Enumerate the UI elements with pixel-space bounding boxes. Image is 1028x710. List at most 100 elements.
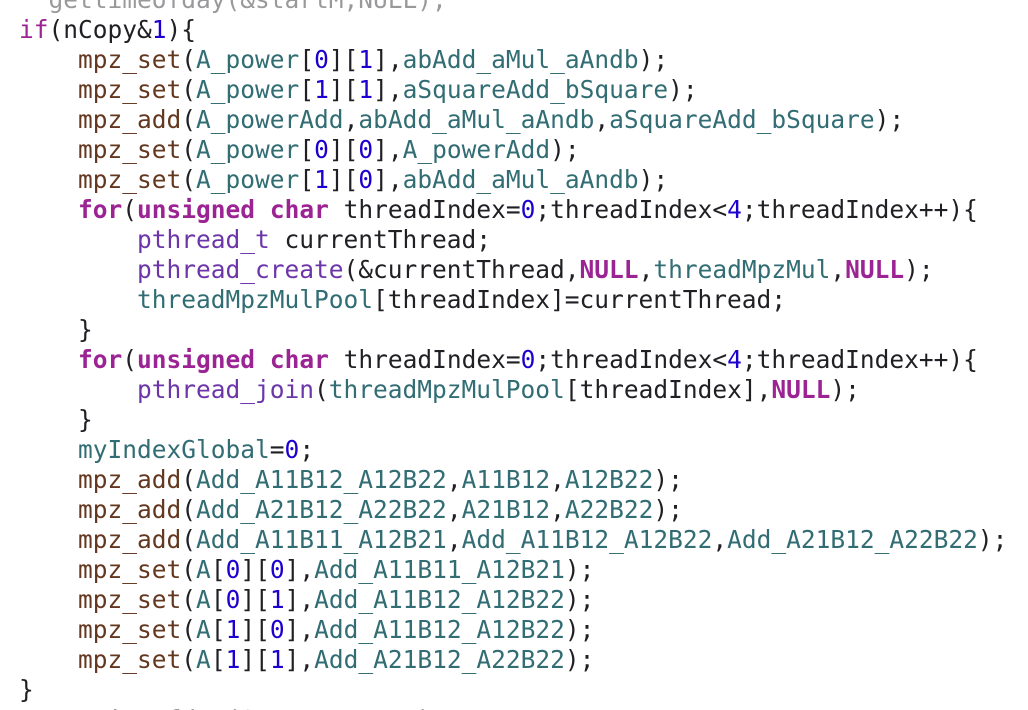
code-token: , (550, 465, 565, 494)
code-token: ][ (240, 585, 270, 614)
code-token: ;threadIndex++){ (741, 345, 978, 374)
code-line[interactable]: for(unsigned char threadIndex=0;threadIn… (19, 195, 1007, 225)
code-token: ][ (328, 75, 359, 104)
indent (19, 585, 78, 614)
code-token: abAdd_aMul_aAndb (358, 105, 595, 134)
code-token: 1 (269, 645, 285, 674)
code-line[interactable]: mpz_set(A[1][1],Add_A21B12_A22B22); (19, 645, 1007, 675)
code-line[interactable]: mpz_add(Add_A11B11_A12B21,Add_A11B12_A12… (19, 525, 1007, 555)
code-token: ( (314, 375, 329, 404)
code-line[interactable]: mpz_add(A_powerAdd,abAdd_aMul_aAndb,aSqu… (19, 105, 1007, 135)
code-line[interactable]: gettimeofday(&startM,NULL); (19, 705, 1007, 710)
indent (19, 465, 78, 494)
code-token: A_power (196, 165, 300, 194)
code-token: ( (181, 495, 197, 524)
code-token: myIndexGlobal (78, 435, 270, 464)
indent (19, 105, 78, 134)
code-token: Add_A21B12_A22B22 (196, 495, 447, 524)
code-token: threadIndex= (328, 195, 521, 224)
code-token: ][ (240, 615, 270, 644)
code-token: 0 (314, 45, 329, 74)
code-line[interactable]: gettimeofday(&startM,NULL); (19, 0, 1007, 15)
code-token: ( (181, 45, 197, 74)
code-token: if (19, 15, 49, 44)
code-token: unsigned (137, 195, 256, 224)
code-token: ][ (328, 165, 359, 194)
code-token: Add_A11B12_A12B22 (196, 465, 447, 494)
code-token: [ (210, 555, 226, 584)
code-token: 0 (314, 135, 329, 164)
code-token: ][ (240, 555, 270, 584)
code-line[interactable]: threadMpzMulPool[threadIndex]=currentThr… (19, 285, 1007, 315)
code-token: NULL (579, 255, 639, 284)
code-token: aSquareAdd_bSquare (402, 75, 669, 104)
code-line[interactable]: pthread_create(&currentThread,NULL,threa… (19, 255, 1007, 285)
code-token: } (78, 405, 93, 434)
code-token: ], (284, 615, 315, 644)
code-line[interactable]: mpz_set(A_power[1][0],abAdd_aMul_aAndb); (19, 165, 1007, 195)
code-line[interactable]: mpz_set(A[1][0],Add_A11B12_A12B22); (19, 615, 1007, 645)
indent (19, 555, 78, 584)
code-token: ( (181, 105, 197, 134)
code-token: ( (181, 615, 197, 644)
code-token: ], (284, 585, 315, 614)
code-token: , (712, 525, 728, 554)
code-token: 1 (314, 75, 329, 104)
code-token: char (269, 345, 329, 374)
indent (19, 345, 78, 374)
code-token: pthread_create (137, 255, 344, 284)
code-line[interactable]: mpz_set(A[0][0],Add_A11B11_A12B21); (19, 555, 1007, 585)
code-token: ); (564, 645, 595, 674)
code-token: ;threadIndex< (535, 195, 728, 224)
code-token: [ (299, 75, 315, 104)
indent (19, 495, 78, 524)
code-token: Add_A11B12_A12B22 (314, 615, 565, 644)
code-token: ], (373, 75, 403, 104)
code-token: for (78, 345, 123, 374)
code-line[interactable]: if(nCopy&1){ (19, 15, 1007, 45)
code-line[interactable]: myIndexGlobal=0; (19, 435, 1007, 465)
code-token: ); (550, 135, 580, 164)
code-token: aSquareAdd_bSquare (609, 105, 875, 134)
code-token: A11B12 (461, 465, 551, 494)
code-token: 0 (358, 135, 374, 164)
code-token: A (196, 585, 211, 614)
code-token: ], (373, 135, 403, 164)
code-token: abAdd_aMul_aAndb (402, 165, 639, 194)
indent (19, 315, 78, 344)
code-token: A_power (196, 75, 300, 104)
code-token: A_powerAdd (402, 135, 551, 164)
code-line[interactable]: } (19, 315, 1007, 345)
code-token: , (446, 525, 462, 554)
code-token: } (19, 675, 34, 704)
code-token: ( (181, 135, 197, 164)
code-line[interactable]: mpz_set(A_power[0][0],A_powerAdd); (19, 135, 1007, 165)
code-line[interactable]: } (19, 405, 1007, 435)
code-line[interactable]: mpz_set(A_power[0][1],abAdd_aMul_aAndb); (19, 45, 1007, 75)
code-token: ][ (328, 135, 359, 164)
code-line[interactable]: pthread_join(threadMpzMulPool[threadInde… (19, 375, 1007, 405)
code-line[interactable]: mpz_set(A_power[1][1],aSquareAdd_bSquare… (19, 75, 1007, 105)
code-token (255, 195, 270, 224)
indent (19, 225, 137, 254)
code-token: A (196, 615, 211, 644)
code-token: [ (299, 45, 315, 74)
code-token: 1 (358, 75, 374, 104)
code-line[interactable]: } (19, 675, 1007, 705)
indent (19, 195, 78, 224)
code-line[interactable]: mpz_set(A[0][1],Add_A11B12_A12B22); (19, 585, 1007, 615)
code-line[interactable]: for(unsigned char threadIndex=0;threadIn… (19, 345, 1007, 375)
code-token: A_power (196, 45, 300, 74)
code-token: A21B12 (461, 495, 551, 524)
code-line[interactable]: mpz_add(Add_A11B12_A12B22,A11B12,A12B22)… (19, 465, 1007, 495)
code-token: ( (181, 75, 197, 104)
code-token: A (196, 555, 211, 584)
code-line[interactable]: mpz_add(Add_A21B12_A22B22,A21B12,A22B22)… (19, 495, 1007, 525)
code-token: unsigned (137, 345, 256, 374)
code-token: ){ (166, 15, 197, 44)
code-token: gettimeofday(&startM,NULL); (19, 0, 447, 14)
code-line[interactable]: pthread_t currentThread; (19, 225, 1007, 255)
code-token: A_powerAdd (196, 105, 344, 134)
code-token: 1 (314, 165, 329, 194)
